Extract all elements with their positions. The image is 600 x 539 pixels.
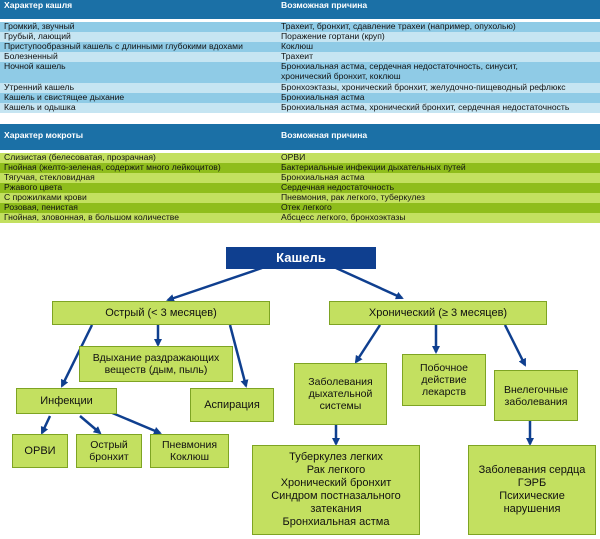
cough-cause: Бронхиальная астма, сердечная недостаточ… [281,61,518,81]
arrow-infections-orvi [40,415,52,435]
acute-bronchitis-box: Острый бронхит [76,434,142,468]
sputum-row: С прожилками крови Пневмония, рак легког… [0,192,600,203]
side-effect-box: Побочное действие лекарств [402,354,486,406]
cough-row: Кашель и одышка Бронхиальная астма, хрон… [0,102,600,113]
cough-type: Ночной кашель [4,61,66,71]
sputum-type: Тягучая, стекловидная [4,172,95,182]
sputum-row: Гнойная, зловонная, в большом количестве… [0,212,600,223]
sputum-type: Ржавого цвета [4,182,63,192]
orvi-box: ОРВИ [12,434,68,468]
cough-type: Кашель и одышка [4,102,76,112]
cough-row: Кашель и свистящее дыхание Бронхиальная … [0,92,600,103]
diagram-title: Кашель [226,247,376,269]
sputum-row: Гнойная (желто-зеленая, содержит много л… [0,162,600,173]
cough-row: Грубый, лающий Поражение гортани (круп) [0,31,600,42]
cough-row: Ночной кашель Бронхиальная астма, сердеч… [0,61,600,83]
sputum-row: Тягучая, стекловидная Бронхиальная астма [0,172,600,183]
arrow-infections-bronchitis [79,415,102,435]
chronic-box: Хронический (≥ 3 месяцев) [329,301,547,325]
sputum-cause: Сердечная недостаточность [281,182,395,192]
sputum-row: Ржавого цвета Сердечная недостаточность [0,182,600,193]
aspiration-box: Аспирация [190,388,274,422]
sputum-type: Гнойная, зловонная, в большом количестве [4,212,180,222]
cough-type: Громкий, звучный [4,21,75,31]
sputum-table: Характер мокроты Возможная причина Слизи… [0,124,600,223]
sputum-cause: Бронхиальная астма [281,172,365,182]
sputum-cause: Абсцесс легкого, бронхоэктазы [281,212,406,222]
sputum-type: Розовая, пенистая [4,202,78,212]
sputum-type: Слизистая (белесоватая, прозрачная) [4,152,156,162]
cough-cause: Поражение гортани (круп) [281,31,385,41]
infections-box: Инфекции [16,388,117,414]
cough-type: Кашель и свистящее дыхание [4,92,125,102]
sputum-cause: Бактериальные инфекции дыхательных путей [281,162,466,172]
cough-table-header: Характер кашля Возможная причина [0,0,600,19]
arrow-title-chronic [335,266,404,300]
acute-box: Острый (< 3 месяцев) [52,301,270,325]
extrapulm-list-box: Заболевания сердца ГЭРБ Психические нару… [468,445,596,535]
arrow-chronic-extrapulm [503,324,527,367]
cough-cause: Бронхоэктазы, хронический бронхит, желуд… [281,82,566,92]
sputum-table-header: Характер мокроты Возможная причина [0,124,600,150]
arrow-infections-pneumonia [109,410,162,435]
sputum-type: Гнойная (желто-зеленая, содержит много л… [4,162,221,172]
pneumonia-box: Пневмония Коклюш [150,434,229,468]
cough-type: Грубый, лающий [4,31,71,41]
sputum-cause: ОРВИ [281,152,306,162]
cough-type: Болезненный [4,51,58,61]
cough-cause: Трахеит [281,51,314,61]
cough-cause: Бронхиальная астма [281,92,365,102]
cough-type: Утренний кашель [4,82,75,92]
cough-header-col2: Возможная причина [281,0,368,10]
cough-row: Болезненный Трахеит [0,51,600,62]
cough-row: Утренний кашель Бронхоэктазы, хронически… [0,82,600,93]
cough-cause: Трахеит, бронхит, сдавление трахеи (напр… [281,21,516,31]
sputum-cause: Отек легкого [281,202,332,212]
cough-cause: Бронхиальная астма, хронический бронхит,… [281,102,570,112]
resp-list-box: Туберкулез легких Рак легкого Хронически… [252,445,420,535]
sputum-header-col1: Характер мокроты [4,130,84,140]
sputum-type: С прожилками крови [4,192,87,202]
arrow-chronic-resp [354,324,382,364]
cough-cause: Коклюш [281,41,313,51]
sputum-row: Слизистая (белесоватая, прозрачная) ОРВИ [0,152,600,163]
sputum-header-col2: Возможная причина [281,130,368,140]
cough-row: Громкий, звучный Трахеит, бронхит, сдавл… [0,21,600,32]
cough-table: Характер кашля Возможная причина Громкий… [0,0,600,113]
cough-header-col1: Характер кашля [4,0,73,10]
resp-diseases-box: Заболевания дыхательной системы [294,363,387,425]
extrapulm-box: Внелегочные заболевания [494,370,578,421]
sputum-row: Розовая, пенистая Отек легкого [0,202,600,213]
cough-type: Приступообразный кашель с длинными глубо… [4,41,243,51]
irritants-box: Вдыхание раздражающих веществ (дым, пыль… [79,346,233,382]
sputum-cause: Пневмония, рак легкого, туберкулез [281,192,425,202]
arrow-title-acute [166,266,263,302]
cough-row: Приступообразный кашель с длинными глубо… [0,41,600,52]
